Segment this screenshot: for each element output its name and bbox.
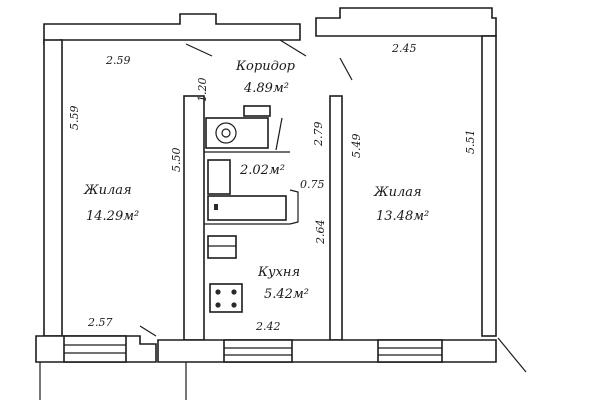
door-corridor-2 — [279, 39, 307, 57]
door-kitchen — [289, 189, 299, 225]
area-bathroom: 2.02м² — [239, 163, 285, 178]
kitchen-sink-icon — [207, 235, 237, 259]
area-corridor: 4.89м² — [243, 81, 289, 96]
dim-right-top-width: 2.45 — [391, 42, 417, 55]
dim-corridor-small: 1.20 — [196, 78, 209, 103]
bathroom-block — [205, 117, 269, 149]
door-bath — [275, 117, 283, 151]
dim-right-outer-height: 5.51 — [464, 130, 477, 155]
windows — [63, 335, 443, 363]
window-left — [63, 335, 127, 363]
dim-left-inner-height: 5.50 — [170, 148, 183, 173]
dim-kitchen-height: 2.64 — [314, 220, 327, 246]
door-left-room — [139, 325, 157, 337]
window-right — [377, 339, 443, 363]
dim-right-inner-height: 5.49 — [350, 134, 363, 159]
top-wall-left — [43, 13, 301, 45]
label-kitchen: Кухня — [257, 265, 300, 280]
washbasin-icon — [215, 122, 237, 144]
dim-left-top-width: 2.59 — [105, 54, 131, 67]
sink-counter — [207, 195, 287, 221]
stove-icon — [209, 283, 243, 313]
left-outer-wall — [43, 39, 63, 337]
window-kitchen — [223, 339, 293, 363]
label-corridor: Коридор — [235, 59, 296, 74]
toilet-icon — [243, 105, 271, 117]
partition-right — [329, 95, 343, 341]
kitchen-fixtures — [207, 235, 243, 313]
doors — [139, 39, 527, 373]
top-wall-right — [315, 7, 497, 37]
label-living-right: Жилая — [373, 185, 422, 200]
dim-bath-height: 2.79 — [312, 122, 325, 148]
dim-bath-door: 0.75 — [300, 178, 325, 191]
right-outer-wall — [481, 35, 497, 337]
dim-left-outer-height: 5.59 — [68, 106, 81, 131]
door-corridor — [185, 43, 213, 57]
area-living-right: 13.48м² — [376, 209, 429, 224]
door-right-room — [339, 57, 353, 81]
bottom-wall-right — [157, 339, 497, 363]
area-kitchen: 5.42м² — [264, 287, 309, 302]
dim-left-bottom-width: 2.57 — [87, 316, 113, 329]
partition-left — [183, 95, 205, 341]
label-living-left: Жилая — [83, 183, 132, 198]
bathroom-fixtures — [204, 105, 290, 225]
area-living-left: 14.29м² — [86, 209, 139, 224]
bathtub-icon — [207, 159, 231, 195]
dim-kitchen-width: 2.42 — [255, 320, 281, 333]
